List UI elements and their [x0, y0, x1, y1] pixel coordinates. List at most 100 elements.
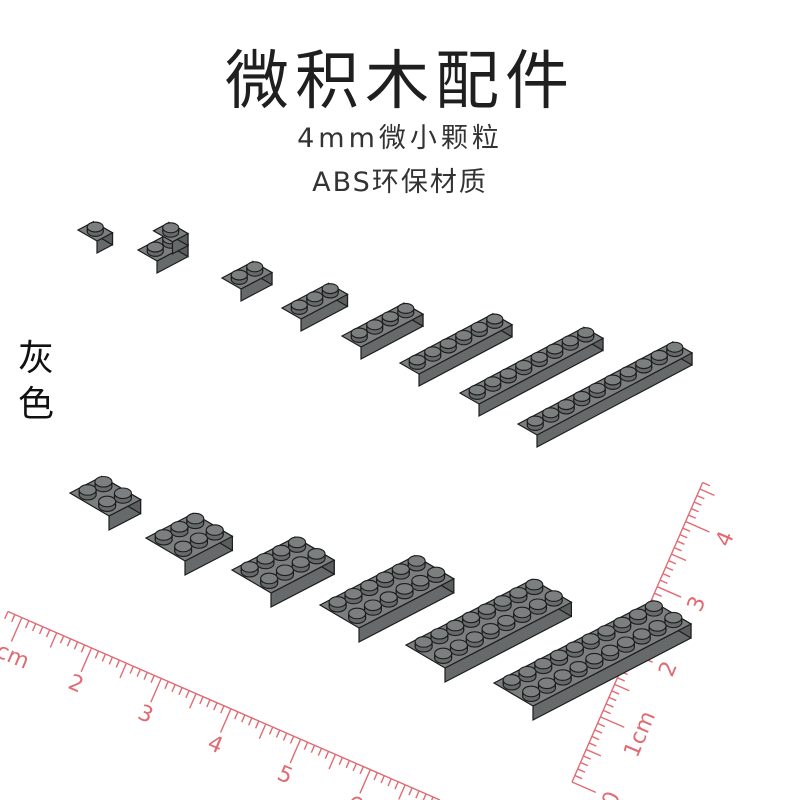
stud: [256, 552, 275, 565]
stud: [585, 652, 604, 665]
stud: [366, 319, 384, 331]
stud: [439, 338, 457, 350]
stud: [509, 586, 528, 599]
ruler-label: 6: [343, 792, 366, 800]
bricks: [68, 220, 694, 721]
ruler-label: 3: [134, 700, 157, 728]
stud: [414, 636, 433, 648]
stud: [486, 313, 504, 325]
stud: [544, 590, 563, 602]
stud: [328, 596, 347, 608]
brick-1x6-plate: [398, 312, 514, 387]
stud: [561, 335, 579, 347]
stud: [546, 343, 564, 355]
stud: [481, 623, 500, 635]
stud: [542, 407, 560, 419]
stud: [240, 561, 259, 573]
ruler-label: 4: [711, 528, 739, 551]
stud: [569, 661, 588, 673]
stud: [363, 599, 383, 612]
page-title: 微积木配件: [225, 45, 575, 119]
stud: [573, 390, 591, 402]
stud: [499, 368, 517, 380]
stud: [648, 620, 667, 632]
stud: [146, 241, 164, 253]
stud: [597, 624, 616, 637]
stud: [344, 587, 363, 600]
stud: [502, 674, 521, 686]
stud: [664, 611, 683, 624]
stud: [186, 512, 205, 525]
stud: [291, 556, 310, 568]
brick-1x3-plate: [280, 282, 349, 332]
stud: [461, 611, 481, 624]
stud: [632, 628, 651, 640]
stud: [650, 349, 668, 361]
stud: [557, 399, 575, 411]
ruler-label: 0: [598, 788, 626, 800]
ruler-label: 1cm: [0, 633, 33, 675]
ruler-left: 654321cm: [0, 610, 441, 800]
ruler-label: 3: [683, 593, 711, 616]
stud: [528, 598, 548, 611]
brick-2x10-plate: [492, 599, 693, 721]
stud: [513, 606, 532, 619]
stud: [577, 327, 595, 339]
brick-1x1-plate: [76, 220, 114, 254]
stud: [86, 221, 104, 233]
stud: [526, 415, 544, 427]
stud: [78, 484, 97, 496]
stud: [534, 657, 553, 670]
stud: [628, 608, 648, 621]
stud: [391, 563, 410, 575]
stud: [189, 532, 208, 545]
stud: [468, 384, 486, 396]
stud: [287, 536, 307, 549]
stud: [518, 665, 537, 678]
stud: [306, 291, 324, 303]
ruler-label: 2: [654, 658, 682, 681]
stud: [644, 600, 663, 612]
stud: [604, 374, 622, 386]
stud: [427, 566, 446, 579]
stud: [307, 548, 326, 560]
stud: [381, 311, 399, 323]
stud: [162, 222, 180, 234]
stud: [379, 591, 398, 603]
brick-corner-plate-corner: [152, 221, 190, 255]
stud: [430, 627, 449, 640]
stud: [205, 524, 224, 536]
ruler-label: 5: [273, 761, 296, 789]
stud: [395, 583, 414, 595]
stud: [170, 520, 189, 533]
stud: [465, 631, 484, 643]
stud: [407, 555, 426, 567]
stud: [553, 669, 572, 681]
stud: [493, 595, 512, 607]
stud: [375, 571, 395, 584]
stud: [397, 302, 415, 314]
stud: [98, 495, 117, 508]
stud: [275, 564, 295, 577]
stud: [666, 341, 684, 353]
stud: [537, 677, 557, 690]
stud: [613, 616, 632, 629]
stud: [154, 529, 173, 541]
brick-2x6-plate: [318, 554, 456, 643]
stud: [477, 603, 496, 615]
stud: [515, 359, 533, 371]
stud: [616, 636, 636, 649]
stud: [601, 644, 620, 657]
stud: [411, 574, 430, 587]
stud: [174, 540, 193, 553]
stud: [230, 269, 248, 281]
stud: [272, 544, 291, 557]
stud: [94, 475, 113, 488]
stud: [565, 641, 584, 653]
ruler-label: 4: [204, 731, 227, 759]
stud: [246, 261, 264, 273]
stud: [434, 647, 453, 660]
brick-2x2-plate: [68, 475, 142, 531]
subtitle-size: 4mm微小颗粒: [297, 123, 503, 154]
